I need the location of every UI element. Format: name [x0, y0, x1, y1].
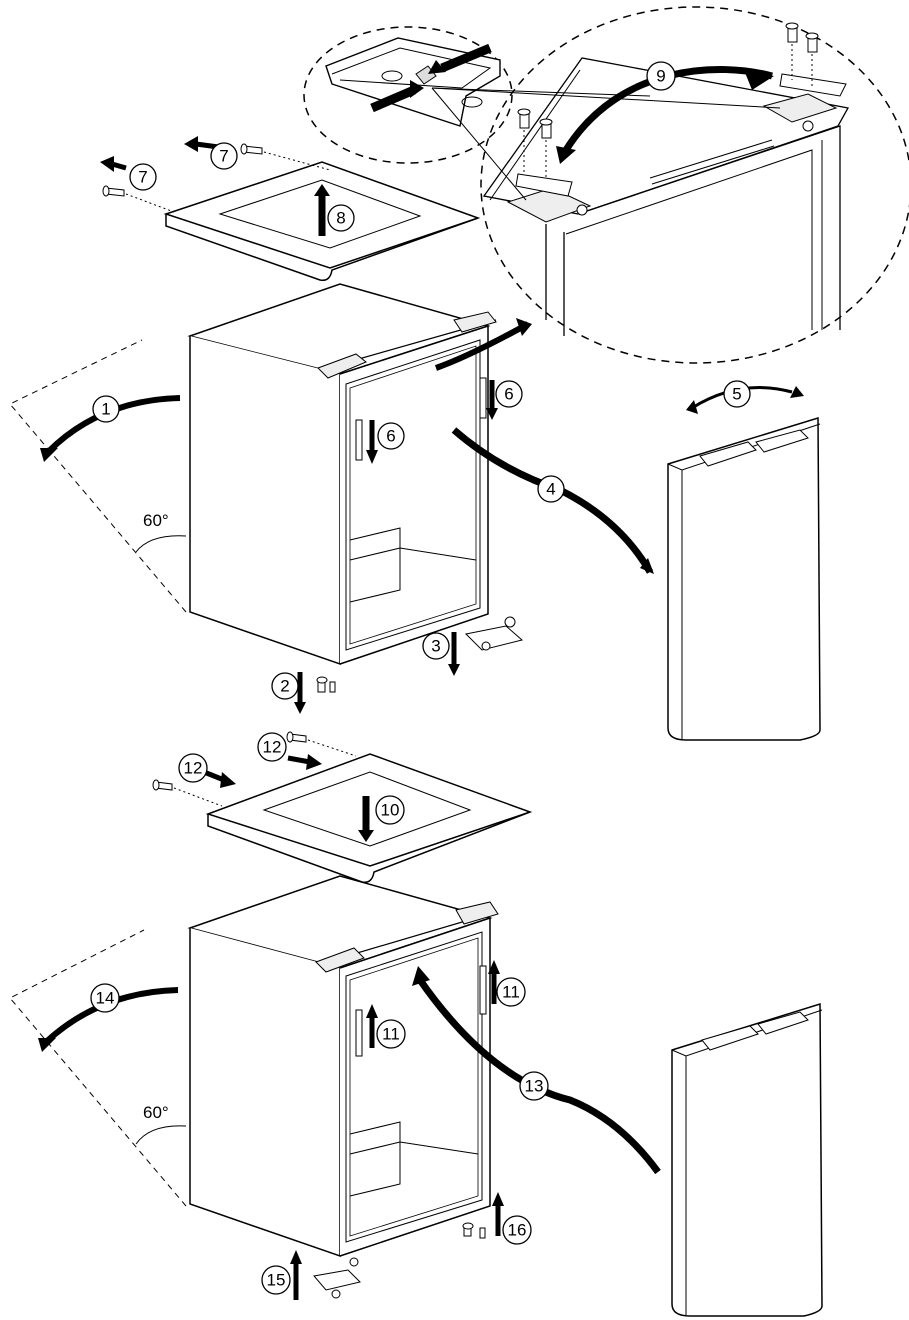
- step-badge-11-left: 11: [376, 1019, 406, 1049]
- step-badge-15: 15: [261, 1265, 291, 1295]
- svg-text:11: 11: [382, 1025, 400, 1044]
- step-badge-11-right: 11: [496, 977, 526, 1007]
- fridge-cabinet-top: [9, 283, 654, 714]
- svg-text:12: 12: [263, 738, 282, 757]
- fridge-cabinet-bottom: [9, 875, 661, 1300]
- step-badge-16: 16: [502, 1215, 532, 1245]
- step-badge-12-lower: 12: [178, 753, 208, 783]
- hinge-detail-circle: [303, 26, 513, 164]
- step-badge-14: 14: [90, 983, 120, 1013]
- hinge-swap-detail-circle: [431, 6, 909, 364]
- step-badge-10: 10: [375, 795, 405, 825]
- angle-label-top: 60°: [143, 511, 169, 530]
- step-badge-5: 5: [723, 380, 751, 408]
- step-badge-12-upper: 12: [257, 732, 287, 762]
- svg-text:15: 15: [267, 1271, 286, 1290]
- step-badge-1: 1: [92, 395, 120, 423]
- fridge-door-refit: [671, 1002, 823, 1317]
- svg-text:6: 6: [386, 427, 395, 446]
- svg-text:4: 4: [546, 480, 555, 499]
- svg-text:14: 14: [96, 989, 115, 1008]
- step-badge-4: 4: [537, 475, 565, 503]
- fridge-door-removed: [667, 386, 821, 741]
- step-badge-2: 2: [271, 672, 299, 700]
- step-badge-7-lower: 7: [129, 163, 157, 191]
- top-cover-refit: [152, 731, 533, 884]
- svg-text:7: 7: [219, 147, 228, 166]
- svg-text:3: 3: [431, 637, 440, 656]
- step-badge-13: 13: [519, 1071, 549, 1101]
- svg-text:7: 7: [138, 168, 147, 187]
- svg-text:5: 5: [732, 385, 741, 404]
- step-badge-3: 3: [422, 632, 450, 660]
- step-badge-6-right: 6: [495, 380, 523, 408]
- svg-text:8: 8: [336, 209, 345, 228]
- step-badge-6-left: 6: [377, 422, 405, 450]
- step-badge-7-upper: 7: [210, 142, 238, 170]
- svg-text:1: 1: [101, 400, 110, 419]
- svg-text:13: 13: [525, 1077, 544, 1096]
- svg-text:2: 2: [280, 677, 289, 696]
- svg-text:10: 10: [381, 801, 400, 820]
- svg-text:6: 6: [504, 385, 513, 404]
- step-badge-9: 9: [646, 61, 676, 91]
- svg-text:11: 11: [502, 983, 520, 1002]
- step-badge-8: 8: [327, 204, 355, 232]
- svg-text:9: 9: [656, 67, 665, 86]
- svg-text:12: 12: [184, 759, 203, 778]
- top-cover-removed: [100, 136, 481, 282]
- angle-label-bottom: 60°: [143, 1103, 169, 1122]
- svg-text:16: 16: [508, 1221, 527, 1240]
